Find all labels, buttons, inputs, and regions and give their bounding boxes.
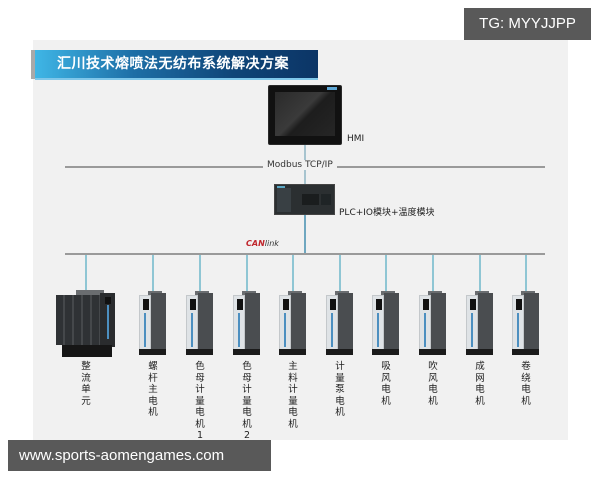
hmi-screen bbox=[275, 92, 335, 136]
drop-line bbox=[85, 255, 87, 292]
device-base bbox=[419, 349, 446, 355]
device-side bbox=[291, 293, 306, 351]
plc-module-icon bbox=[274, 184, 335, 215]
device-side bbox=[151, 293, 166, 351]
device-side bbox=[245, 293, 260, 351]
plc-label: PLC+IO模块+温度模块 bbox=[339, 208, 435, 218]
drop-line bbox=[385, 255, 387, 292]
device-label-blower: 吹风电机 bbox=[428, 361, 438, 407]
device-stripe bbox=[471, 313, 473, 347]
device-label-metering-pump: 计量泵电机 bbox=[335, 361, 345, 418]
plc-led bbox=[277, 186, 285, 188]
watermark-bottom-left: www.sports-aomengames.com bbox=[8, 440, 271, 471]
device-base bbox=[139, 349, 166, 355]
title-accent-bar bbox=[31, 50, 35, 79]
servo-drive-icon bbox=[186, 291, 213, 356]
device-display bbox=[105, 297, 111, 304]
device-label-web-forming: 成网电机 bbox=[475, 361, 485, 407]
modbus-tcp-label: Modbus TCP/IP bbox=[263, 160, 337, 170]
device-base bbox=[186, 349, 213, 355]
watermark-top-right: TG: MYYJJPP bbox=[464, 8, 591, 40]
drop-line bbox=[432, 255, 434, 292]
device-side bbox=[431, 293, 446, 351]
servo-drive-icon bbox=[139, 291, 166, 356]
servo-drive-icon bbox=[372, 291, 399, 356]
device-side bbox=[478, 293, 493, 351]
device-label-color-metering-2: 色母计量电机2 bbox=[242, 361, 252, 441]
device-label-screw-motor: 螺杆主电机 bbox=[148, 361, 158, 418]
device-display bbox=[330, 299, 336, 310]
device-display bbox=[143, 299, 149, 310]
servo-drive-icon bbox=[279, 291, 306, 356]
servo-drive-icon bbox=[419, 291, 446, 356]
drop-line bbox=[339, 255, 341, 292]
servo-drive-icon bbox=[512, 291, 539, 356]
device-stripe bbox=[107, 305, 109, 339]
device-side bbox=[198, 293, 213, 351]
device-display bbox=[283, 299, 289, 310]
device-stripe bbox=[144, 313, 146, 347]
device-label-winder: 卷绕电机 bbox=[521, 361, 531, 407]
hmi-badge bbox=[327, 87, 337, 90]
device-base bbox=[512, 349, 539, 355]
device-top bbox=[76, 290, 104, 296]
drop-line bbox=[525, 255, 527, 292]
device-stripe bbox=[238, 313, 240, 347]
device-base bbox=[233, 349, 260, 355]
device-display bbox=[423, 299, 429, 310]
device-display bbox=[470, 299, 476, 310]
device-stripe bbox=[284, 313, 286, 347]
device-label-rectifier: 整流单元 bbox=[81, 361, 91, 407]
drop-line bbox=[152, 255, 154, 292]
device-stripe bbox=[331, 313, 333, 347]
device-side bbox=[384, 293, 399, 351]
device-label-main-metering: 主料计量电机 bbox=[288, 361, 298, 430]
canlink-logo: CANlink bbox=[246, 239, 279, 248]
drop-line bbox=[479, 255, 481, 292]
device-base bbox=[62, 345, 112, 357]
plc-to-can-line bbox=[304, 215, 306, 255]
plc-temp-module bbox=[321, 194, 331, 205]
device-label-color-metering-1: 色母计量电机1 bbox=[195, 361, 205, 441]
device-base bbox=[279, 349, 306, 355]
hmi-monitor-icon bbox=[268, 85, 342, 145]
drop-line bbox=[246, 255, 248, 292]
canlink-logo-link: link bbox=[264, 239, 279, 248]
device-display bbox=[376, 299, 382, 310]
device-stripe bbox=[191, 313, 193, 347]
drop-line bbox=[292, 255, 294, 292]
device-display bbox=[516, 299, 522, 310]
device-stripe bbox=[517, 313, 519, 347]
device-base bbox=[326, 349, 353, 355]
device-side bbox=[338, 293, 353, 351]
rectifier-unit-icon bbox=[56, 290, 115, 358]
servo-drive-icon bbox=[466, 291, 493, 356]
device-base bbox=[372, 349, 399, 355]
device-base bbox=[466, 349, 493, 355]
plc-io-module bbox=[302, 194, 319, 205]
device-stripe bbox=[377, 313, 379, 347]
drop-line bbox=[199, 255, 201, 292]
device-display bbox=[190, 299, 196, 310]
canlink-logo-can: CAN bbox=[246, 239, 265, 248]
device-display bbox=[237, 299, 243, 310]
servo-drive-icon bbox=[326, 291, 353, 356]
servo-drive-icon bbox=[233, 291, 260, 356]
device-stripe bbox=[424, 313, 426, 347]
canlink-bus-line bbox=[65, 253, 545, 255]
device-side bbox=[524, 293, 539, 351]
plc-cpu-module bbox=[277, 188, 291, 212]
diagram-title: 汇川技术熔喷法无纺布系统解决方案 bbox=[35, 50, 318, 80]
hmi-label: HMI bbox=[347, 134, 365, 144]
device-label-suction-fan: 吸风电机 bbox=[381, 361, 391, 407]
